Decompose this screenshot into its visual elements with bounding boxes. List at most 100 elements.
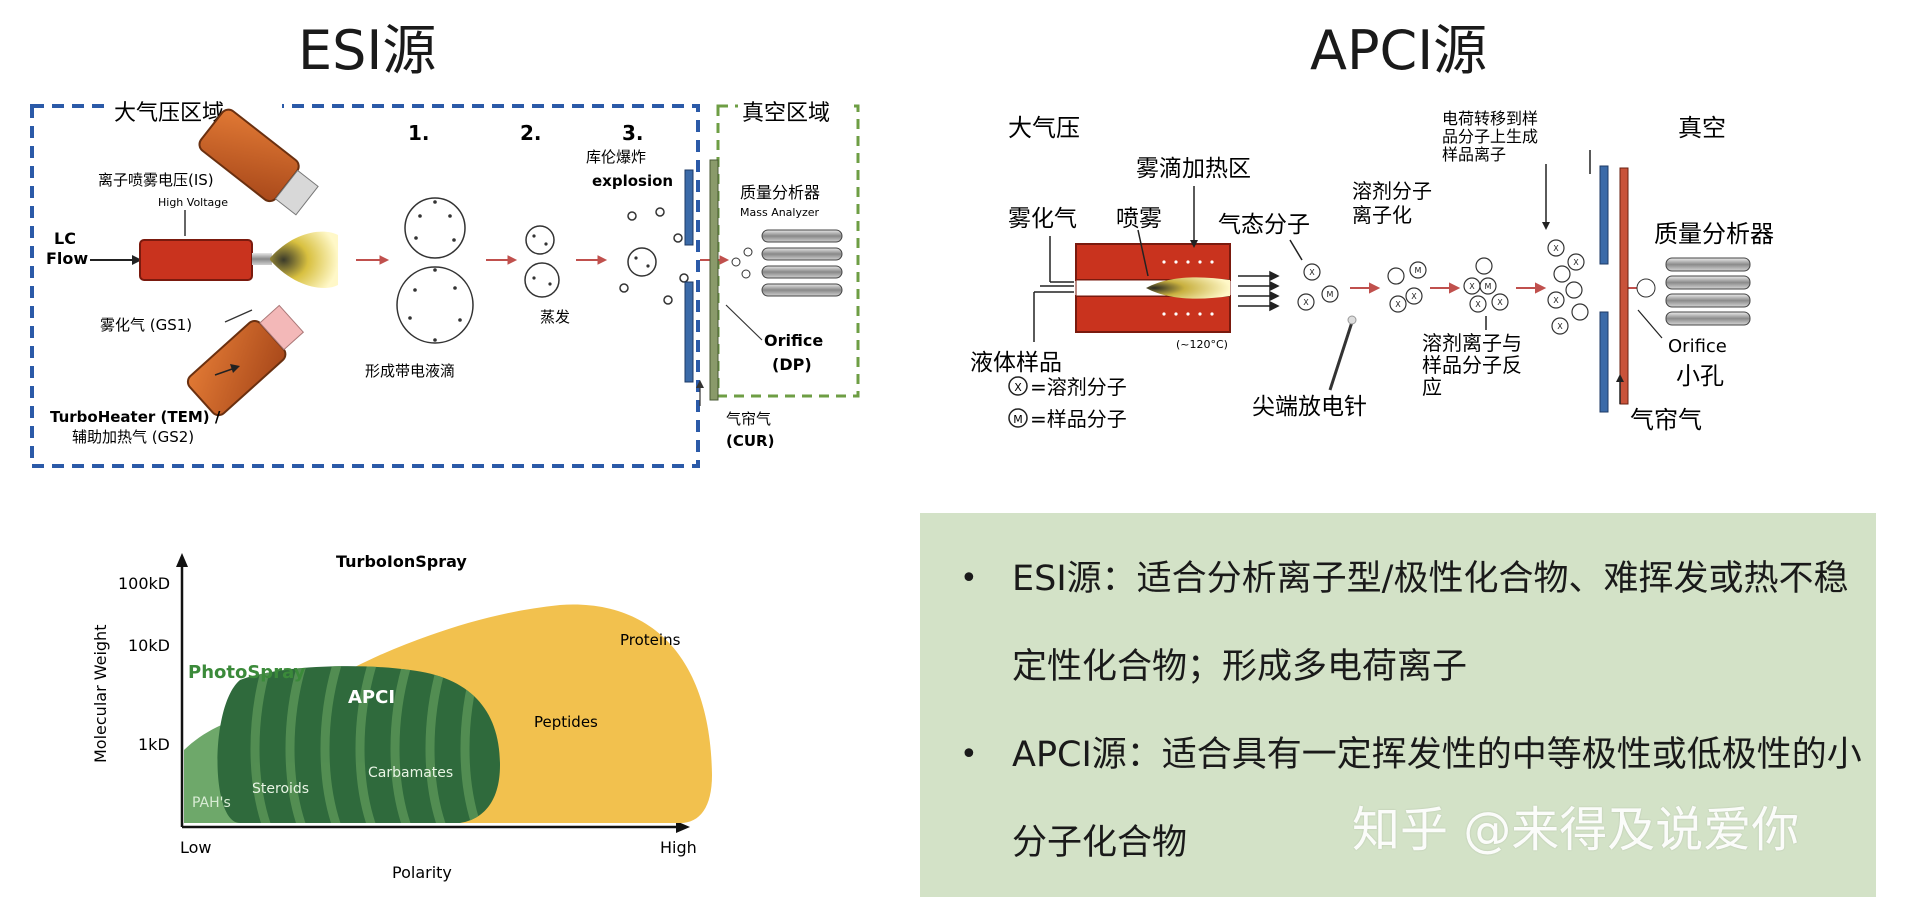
svg-text:X: X	[1557, 322, 1563, 331]
solvent-reaction-label-3: 应	[1422, 375, 1442, 399]
curtain-gas-label: 气帘气	[726, 410, 771, 428]
x-low-label: Low	[180, 838, 212, 857]
peptides-label: Peptides	[534, 713, 598, 731]
heater-block-bottom	[1075, 295, 1231, 333]
x-axis-label: Polarity	[392, 863, 452, 882]
temperature-label: (~120°C)	[1176, 338, 1228, 351]
charge-transfer-label-2: 品分子上生成	[1442, 127, 1538, 146]
summary-box: • ESI源：适合分析离子型/极性化合物、难挥发或热不稳定性化合物；形成多电荷离…	[920, 513, 1876, 897]
heater-block-top	[1075, 243, 1231, 281]
svg-text:X: X	[1014, 381, 1022, 394]
apci-title: APCI源	[1310, 19, 1488, 82]
svg-text:X: X	[1303, 298, 1309, 307]
discharge-needle	[1328, 321, 1354, 391]
svg-text:X: X	[1497, 298, 1503, 307]
curtain-plate-bottom	[684, 281, 694, 383]
photospray-label: PhotoSpray	[188, 662, 306, 683]
orifice-label: Orifice	[1668, 336, 1727, 357]
proteins-label: Proteins	[620, 631, 681, 649]
cur-label: (CUR)	[726, 432, 774, 450]
svg-text:X: X	[1411, 292, 1417, 301]
watermark: 知乎 @来得及说爱你	[1352, 802, 1800, 858]
nebulizer-gas-label: 雾化气 (GS1)	[100, 316, 192, 334]
solvent-ionization-label-1: 溶剂分子	[1352, 179, 1432, 203]
charged-droplets-label: 形成带电液滴	[365, 362, 455, 380]
step-1-label: 1.	[408, 121, 430, 145]
apci-summary-text: APCI源：适合具有一定挥发性的中等极性或低极性的小分子化合物	[1012, 735, 1862, 863]
lc-flow-label-1: LC	[54, 229, 76, 248]
solvent-reaction-label-2: 样品分子反	[1422, 353, 1522, 377]
curtain-plate-top	[684, 169, 694, 246]
carbamates-label: Carbamates	[368, 765, 453, 781]
solvent-legend-label: =溶剂分子	[1030, 375, 1127, 399]
spray-plume	[270, 231, 338, 289]
spray-label: 喷雾	[1116, 206, 1162, 232]
quadrupole-rods	[1665, 257, 1751, 326]
esi-title: ESI源	[298, 19, 437, 82]
charge-transfer-label-3: 样品离子	[1442, 145, 1506, 164]
svg-text:M: M	[1485, 282, 1492, 291]
turboionspray-label: TurboIonSpray	[336, 552, 467, 571]
vacuum-region-label: 真空区域	[742, 101, 830, 126]
bullet-marker: •	[960, 561, 978, 596]
heating-zone-label: 雾滴加热区	[1136, 156, 1251, 182]
small-hole-label: 小孔	[1676, 362, 1724, 390]
esi-summary-bullet: • ESI源：适合分析离子型/极性化合物、难挥发或热不稳定性化合物；形成多电荷离…	[960, 535, 1872, 711]
svg-text:X: X	[1395, 300, 1401, 309]
atmospheric-label: 大气压	[1008, 114, 1080, 142]
solvent-ionization-label-2: 离子化	[1352, 203, 1412, 227]
step-3-label: 3.	[622, 121, 644, 145]
turboheater-top-icon	[198, 108, 319, 216]
svg-text:X: X	[1553, 244, 1559, 253]
turboheater-label-2: 辅助加热气 (GS2)	[72, 428, 194, 446]
atmospheric-region-border	[30, 104, 700, 468]
curtain-plate-bottom	[1599, 311, 1609, 413]
y-axis-label: Molecular Weight	[91, 625, 110, 763]
gas-molecules-label: 气态分子	[1218, 212, 1310, 238]
svg-text:X: X	[1309, 268, 1315, 277]
apci-spray-plume	[1146, 277, 1230, 299]
svg-text:M: M	[1415, 266, 1422, 275]
nebulizer-gas-label: 雾化气	[1008, 206, 1077, 232]
orifice-plate	[1619, 167, 1629, 405]
high-voltage-label: High Voltage	[158, 196, 228, 209]
steroids-label: Steroids	[252, 781, 309, 797]
svg-text:X: X	[1573, 258, 1579, 267]
bullet-marker: •	[960, 737, 978, 772]
ion-spray-voltage-label: 离子喷雾电压(IS)	[98, 171, 214, 189]
apci-summary-bullet: • APCI源：适合具有一定挥发性的中等极性或低极性的小分子化合物	[960, 711, 1872, 887]
coulomb-explosion-label: 库伦爆炸	[586, 148, 646, 166]
solvent-reaction-label-1: 溶剂离子与	[1422, 331, 1522, 355]
mass-analyzer-cn-label: 质量分析器	[740, 183, 820, 202]
sample-legend-label: =样品分子	[1030, 407, 1127, 431]
svg-text:X: X	[1469, 282, 1475, 291]
mass-analyzer-label: 质量分析器	[1654, 220, 1774, 248]
apci-label: APCI	[348, 687, 395, 708]
orifice-plate	[709, 159, 719, 401]
dp-label: (DP)	[772, 355, 812, 374]
x-high-label: High	[660, 838, 697, 857]
atmospheric-region-label: 大气压区域	[114, 101, 224, 126]
step-2-label: 2.	[520, 121, 542, 145]
y-tick-100kd: 100kD	[118, 574, 170, 593]
vacuum-label: 真空	[1678, 114, 1726, 142]
y-tick-1kd: 1kD	[138, 735, 170, 754]
esi-diagram: 大气压区域 真空区域 离子喷雾电压(IS) High Voltage LC Fl…	[30, 92, 860, 468]
turboheater-label-1: TurboHeater (TEM) /	[50, 408, 221, 426]
curtain-plate-top	[1599, 165, 1609, 265]
mass-analyzer-en-label: Mass Analyzer	[740, 206, 820, 219]
coverage-chart: Molecular Weight 100kD 10kD 1kD Low High…	[91, 552, 712, 882]
y-tick-10kd: 10kD	[128, 636, 170, 655]
droplet-arrows	[356, 255, 730, 265]
explosion-label: explosion	[592, 172, 673, 190]
turboheater-bottom-icon	[186, 304, 305, 417]
lc-flow-label-2: Flow	[46, 249, 88, 268]
svg-text:X: X	[1475, 300, 1481, 309]
esi-summary-text: ESI源：适合分析离子型/极性化合物、难挥发或热不稳定性化合物；形成多电荷离子	[1012, 559, 1849, 687]
quadrupole-rods	[761, 229, 843, 297]
orifice-label: Orifice	[764, 331, 823, 350]
needle-label: 尖端放电针	[1252, 394, 1367, 420]
svg-text:X: X	[1553, 296, 1559, 305]
molecule-circles	[1297, 239, 1589, 335]
evaporation-label: 蒸发	[540, 308, 570, 326]
